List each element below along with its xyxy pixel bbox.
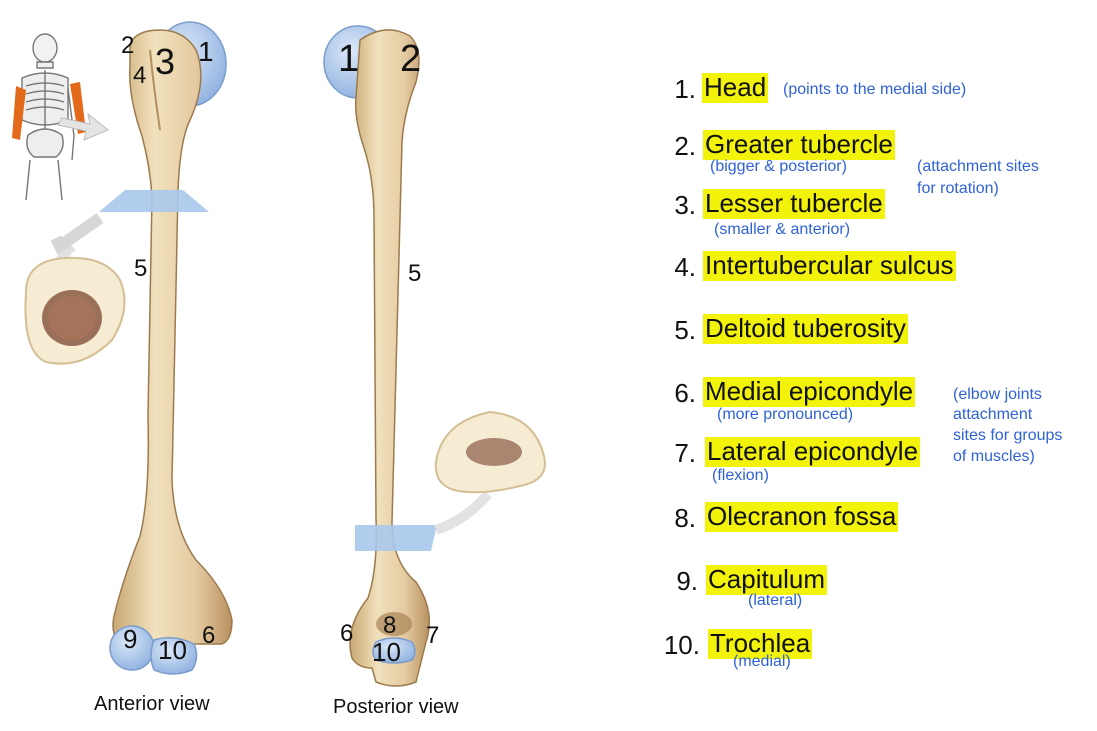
term-number: 10. [663,630,700,660]
term-number: 4. [674,252,696,282]
caption-posterior-view: Posterior view [333,696,459,718]
marker-anterior-4: 4 [133,62,147,89]
term-number: 7. [674,438,696,468]
skeleton-thumbnail-icon [21,33,75,201]
term-name-intertubercular-sulcus: Intertubercular sulcus [703,250,956,282]
term-name-olecranon-fossa: Olecranon fossa [705,501,899,533]
term-name-lateral-epicondyle: Lateral epicondyle [705,436,921,468]
marker-posterior-2: 2 [400,38,422,80]
marker-posterior-5: 5 [408,260,422,287]
side-note-line: (elbow joints [953,386,1042,403]
side-note-line: of muscles) [953,448,1035,465]
olecranon-fossa-shape [376,612,412,636]
term-name-deltoid-tuberosity: Deltoid tuberosity [703,313,908,345]
cross-section-arrow-2 [50,213,104,255]
marrow-cavity-posterior [466,438,522,466]
side-note-line: for rotation) [917,180,999,197]
marker-posterior-6: 6 [340,620,354,647]
humerus-posterior [323,25,437,687]
highlight-humerus-left [12,86,26,140]
term-number: 1. [674,74,696,104]
term-note-medial-epicondyle: (more pronounced) [717,406,854,423]
term-name-medial-epicondyle: Medial epicondyle [703,376,916,408]
marker-anterior-1: 1 [198,36,214,67]
marker-anterior-5: 5 [134,255,148,282]
cut-plane-anterior [99,190,209,212]
marker-posterior-8: 8 [383,612,397,639]
pointer-arrow-icon [57,112,109,141]
cross-section-arrow-posterior [434,490,492,535]
trochlea-cartilage-anterior [150,637,198,675]
humerus-anterior [99,21,233,675]
term-number: 3. [674,190,696,220]
marker-posterior-1: 1 [338,38,360,80]
marker-anterior-9: 9 [123,624,138,654]
caption-anterior-view: Anterior view [94,693,210,715]
term-number: 9. [676,566,698,596]
marker-anterior-2: 2 [121,32,135,59]
term-number: 5. [674,315,696,345]
side-note-line: sites for groups [953,427,1063,444]
side-note-line: attachment [953,406,1033,423]
term-note-lesser-tubercle: (smaller & anterior) [714,221,851,238]
term-note-trochlea: (medial) [733,653,791,670]
term-number: 8. [674,503,696,533]
term-number: 2. [674,131,696,161]
term-number: 6. [674,378,696,408]
term-name-trochlea: Trochlea [708,628,813,660]
trochlea-cartilage-posterior [372,637,416,664]
term-note-greater-tubercle: (bigger & posterior) [710,158,847,175]
term-name-lesser-tubercle: Lesser tubercle [703,188,885,220]
marker-anterior-6: 6 [202,622,216,649]
term-note-capitulum: (lateral) [748,592,803,609]
marker-posterior-7: 7 [426,622,440,649]
side-note-line: (attachment sites [917,158,1039,175]
term-note-lateral-epicondyle: (flexion) [712,467,769,484]
marker-anterior-10: 10 [158,635,187,665]
term-name-head: Head [702,72,769,104]
marker-anterior-3: 3 [155,41,176,82]
marker-posterior-10: 10 [372,637,401,667]
term-note-head: (points to the medial side) [783,81,967,98]
term-name-greater-tubercle: Greater tubercle [703,129,895,161]
highlight-humerus-right [70,82,86,134]
cut-plane-posterior [355,525,437,551]
term-name-capitulum: Capitulum [706,564,828,596]
